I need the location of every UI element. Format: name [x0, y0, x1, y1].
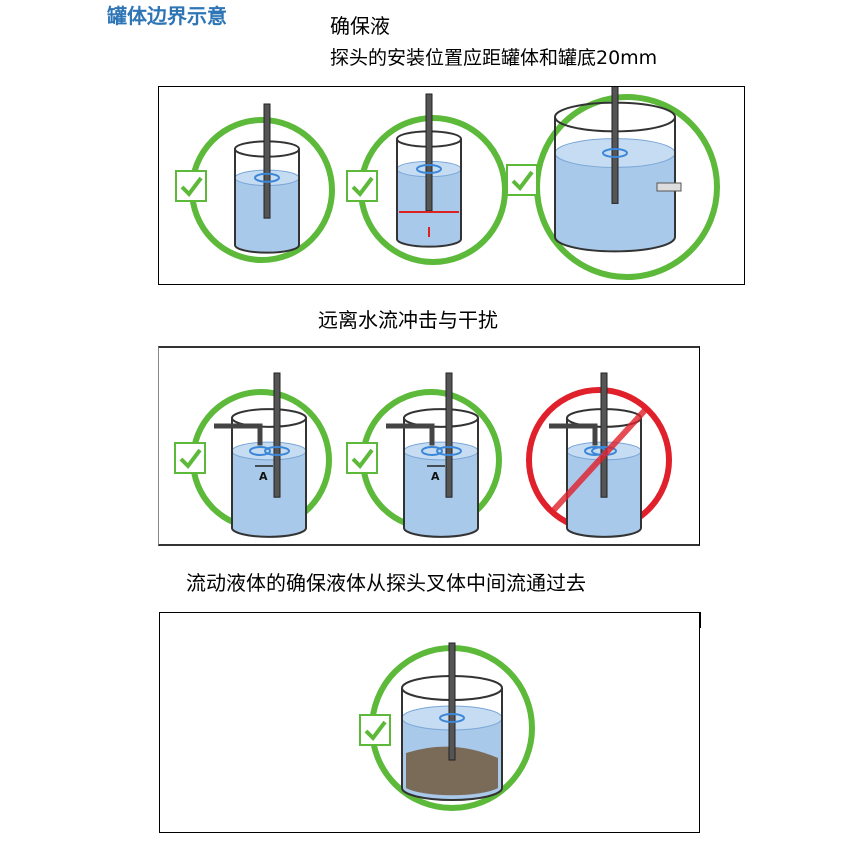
divider [700, 612, 701, 628]
ripple [421, 446, 443, 456]
checkbox-icon [506, 164, 538, 196]
prohibited-slash-icon [548, 405, 650, 516]
beaker-outline [396, 139, 462, 248]
ripple [249, 446, 271, 456]
ripple [254, 172, 280, 183]
checkmark-icon [179, 448, 202, 470]
section1-subheading: 探头的安装位置应距罐体和罐底20mm [330, 47, 658, 69]
beaker-rim [403, 408, 479, 428]
inlet-pipe-icon [214, 423, 263, 446]
section1-heading: 确保液 [330, 14, 390, 38]
beaker-outline [234, 149, 300, 254]
checkmark-icon [364, 720, 387, 742]
tank-clearance-illustration [158, 86, 745, 285]
beaker-outline [554, 117, 676, 253]
inlet-pipe-icon [549, 423, 598, 446]
page-title: 罐体边界示意 [107, 4, 227, 28]
flowing-liquid-illustration [159, 612, 700, 833]
clearance-marker [656, 182, 682, 192]
probe-icon [425, 93, 433, 212]
clearance-figure [175, 87, 720, 280]
ripple [416, 164, 442, 174]
liquid [404, 451, 478, 537]
probe-icon [448, 642, 456, 761]
liquid [232, 451, 306, 537]
checkbox-icon [174, 442, 206, 474]
checkbox-icon [359, 714, 391, 746]
probe-icon [445, 372, 453, 498]
probe-icon [600, 372, 608, 498]
sediment [406, 746, 498, 796]
section2-heading: 远离水流冲击与干扰 [318, 308, 498, 332]
checkmark-icon [511, 170, 534, 192]
checkmark-icon [351, 176, 374, 198]
ripple [439, 713, 465, 723]
checkbox-icon [346, 170, 378, 202]
inlet-pipe-icon [386, 423, 435, 446]
checkbox-icon [175, 170, 207, 202]
probe-icon [611, 87, 619, 204]
distance-label-a: A [259, 470, 268, 483]
ripple [264, 446, 290, 456]
section3-heading: 流动液体的确保液体从探头叉体中间流通过去 [186, 571, 586, 595]
clearance-arrow-icon [399, 211, 459, 237]
beaker-outline [231, 418, 307, 538]
flowing-figure [359, 642, 535, 811]
beaker-outline [403, 418, 479, 538]
checkbox-icon [346, 442, 378, 474]
ripple [436, 446, 462, 456]
beaker-rim [231, 408, 307, 428]
probe-icon [273, 372, 281, 498]
distance-label-a-2: A [431, 470, 440, 483]
ripple [602, 148, 628, 158]
beaker-outline [566, 418, 642, 538]
probe-icon [263, 103, 271, 219]
checkmark-icon [351, 448, 374, 470]
beaker-outline [401, 688, 503, 801]
checkmark-icon [180, 176, 203, 198]
